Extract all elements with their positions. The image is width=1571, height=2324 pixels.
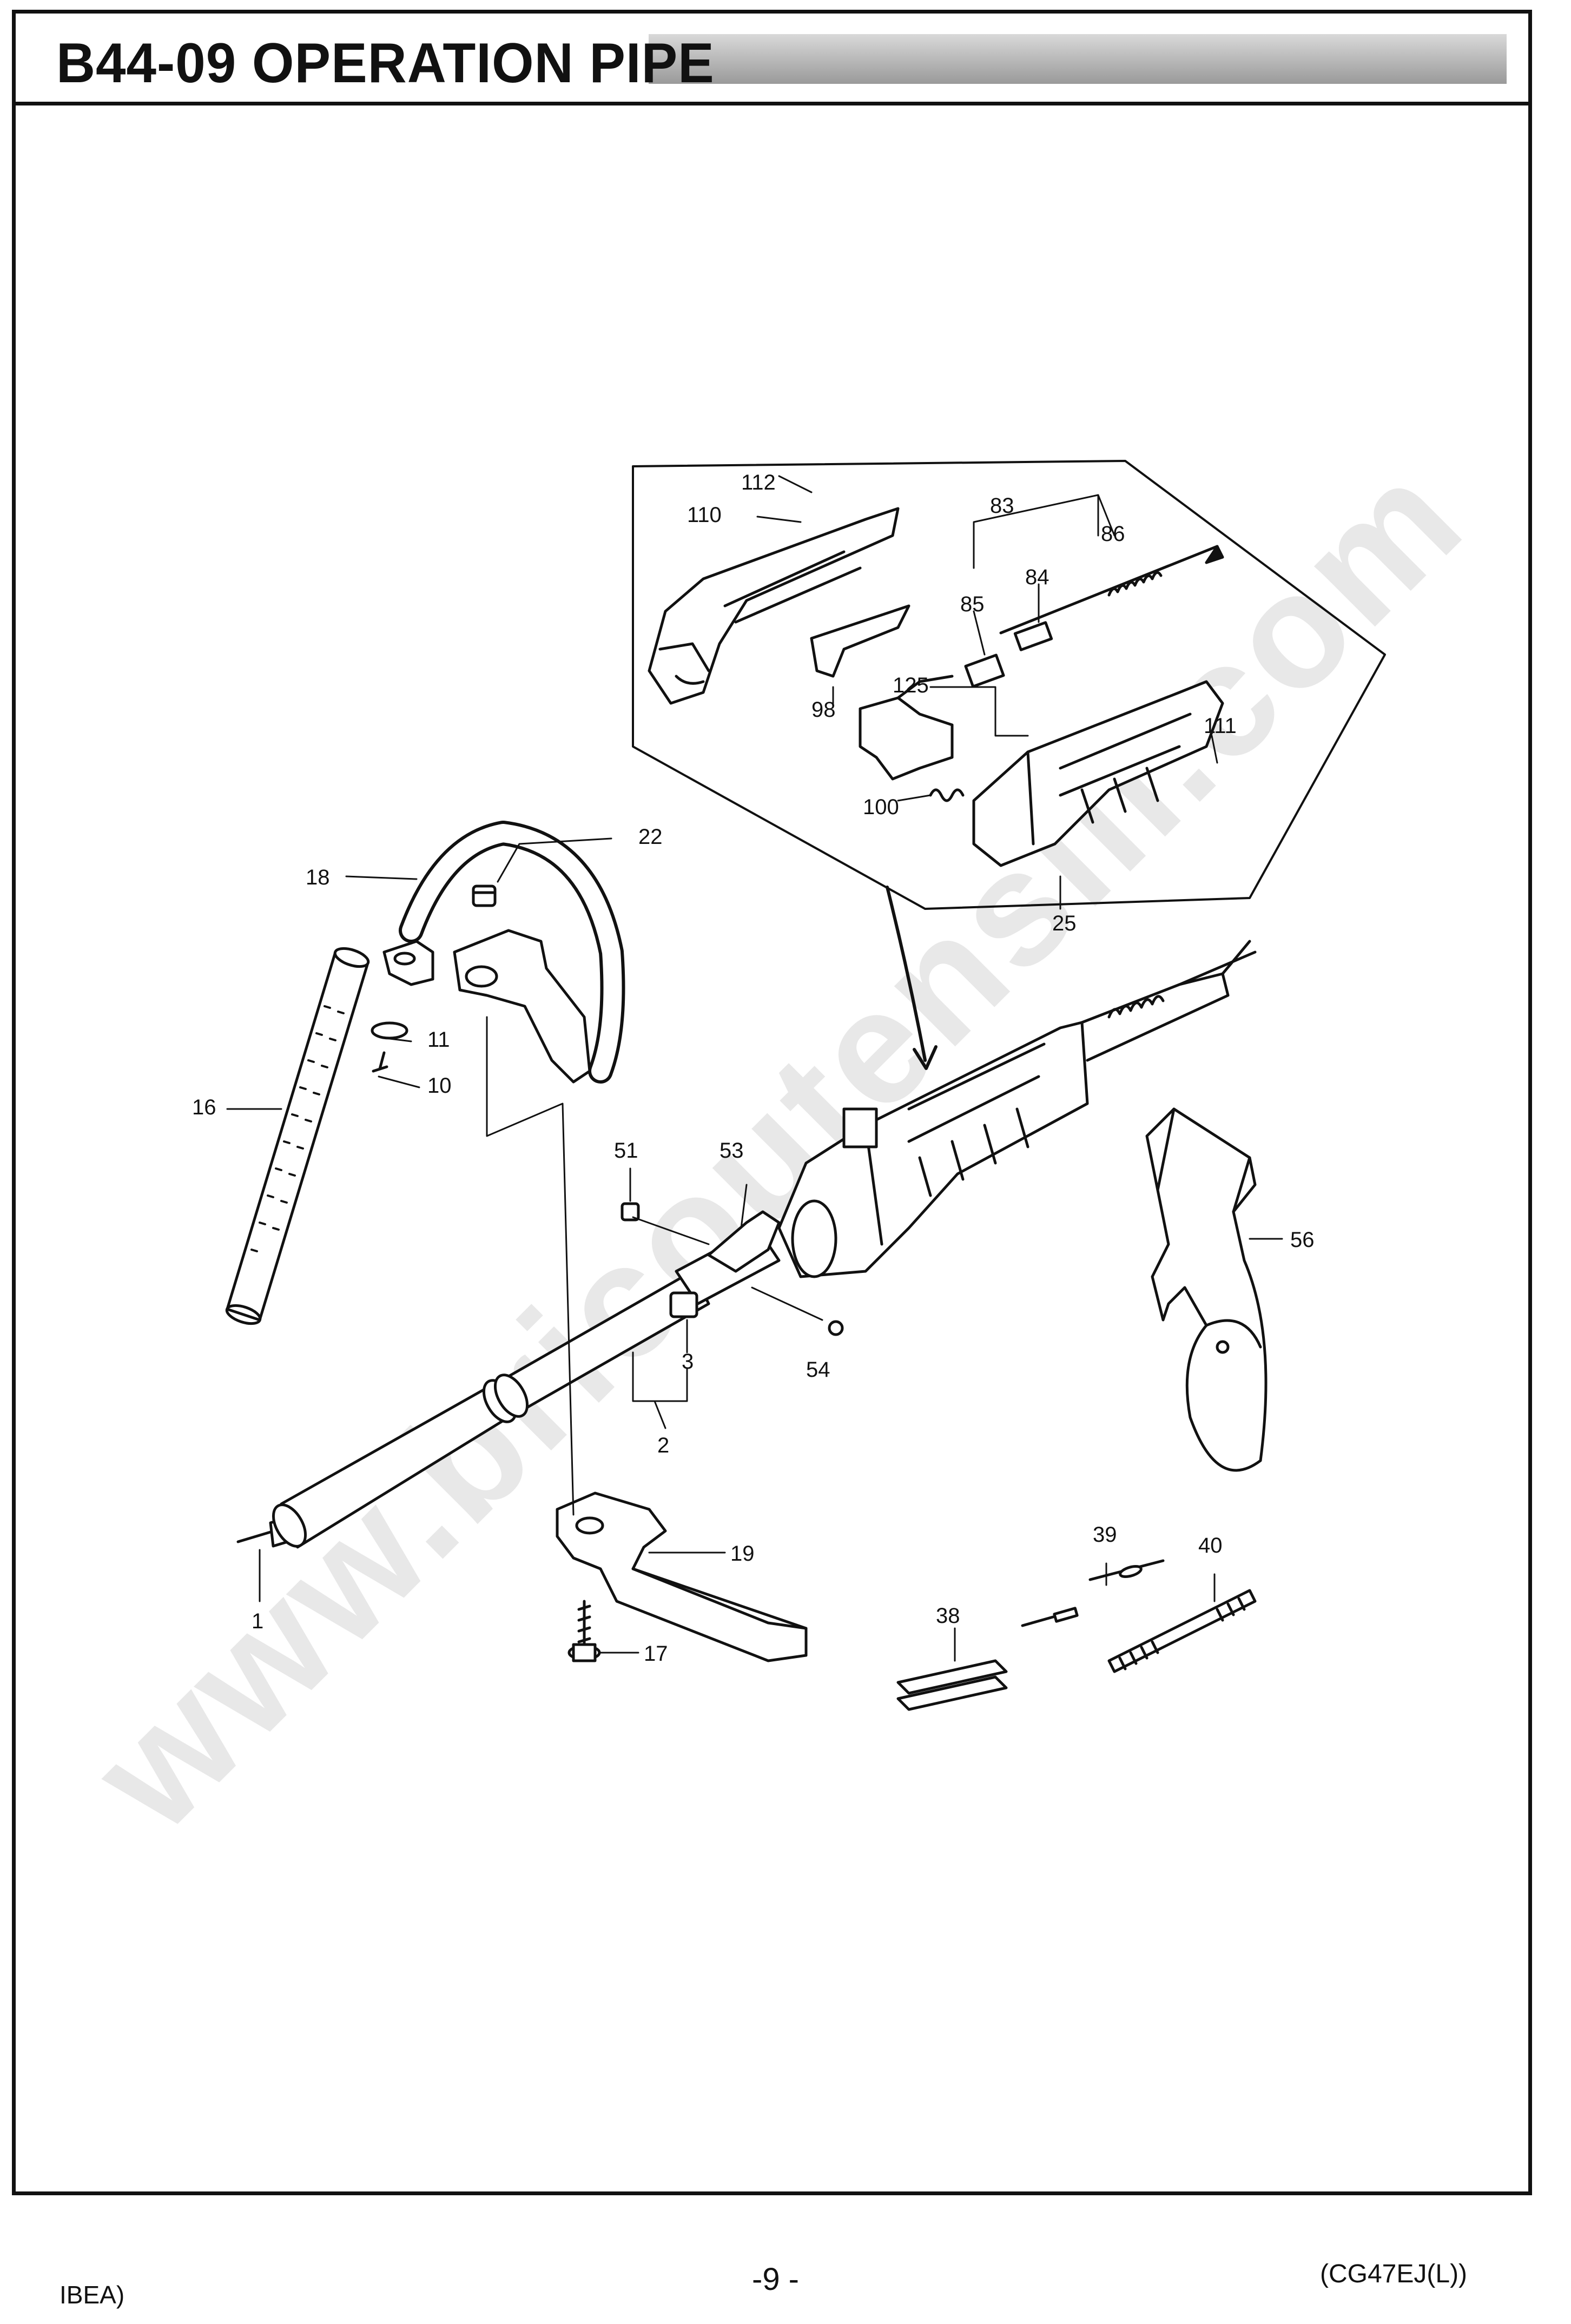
callout-111: 111 (1204, 714, 1237, 738)
page-frame: B44-09 OPERATION PIPE (12, 10, 1532, 2195)
left-housing-half (648, 507, 900, 705)
footer-left-code: IBEA) (60, 2281, 125, 2309)
callout-19: 19 (730, 1542, 755, 1566)
nut-51 (621, 1202, 640, 1222)
callout-25: 25 (1052, 912, 1077, 935)
inset-frame (632, 460, 1386, 910)
header-shading (649, 34, 1507, 84)
bolt-17 (567, 1600, 601, 1662)
lock-lever (859, 675, 954, 781)
callout-100: 100 (863, 795, 899, 819)
page-number: -9 - (752, 2262, 799, 2297)
callout-1: 1 (252, 1609, 263, 1633)
assembly-arrow (886, 886, 927, 1062)
callout-16: 16 (192, 1095, 216, 1119)
callout-11: 11 (427, 1028, 450, 1052)
cable-adjuster (1013, 621, 1053, 651)
page-title: B44-09 OPERATION PIPE (56, 32, 715, 95)
cable-39 (1021, 1559, 1165, 1627)
header-bar: B44-09 OPERATION PIPE (16, 14, 1528, 105)
callout-86: 86 (1101, 522, 1125, 546)
loop-handle (399, 821, 625, 1084)
callout-112: 112 (741, 471, 776, 494)
cable-end-block (964, 653, 1005, 688)
callout-56: 56 (1290, 1228, 1315, 1252)
callout-98: 98 (811, 698, 836, 722)
callout-18: 18 (306, 866, 330, 889)
bolt-54 (828, 1320, 844, 1336)
lower-handle-bracket (556, 1491, 808, 1662)
throttle-housing (777, 940, 1257, 1278)
handle-clamp-upper (453, 929, 591, 1084)
trigger-lever (810, 604, 910, 678)
callout-2: 2 (657, 1434, 669, 1457)
callout-22: 22 (638, 825, 663, 849)
callout-83: 83 (990, 494, 1014, 518)
callout-84: 84 (1025, 565, 1049, 589)
callout-51: 51 (614, 1139, 638, 1163)
pipe-clamp-53 (707, 1210, 781, 1273)
callout-40: 40 (1198, 1534, 1223, 1557)
callout-110: 110 (687, 503, 722, 527)
callout-125: 125 (893, 674, 929, 697)
spring-40 (1107, 1589, 1257, 1673)
washer-11 (371, 1021, 408, 1040)
callout-53: 53 (720, 1139, 744, 1163)
callout-38: 38 (936, 1604, 960, 1628)
handle-grip (225, 947, 370, 1325)
handle-clamp-small (382, 940, 434, 986)
nut-3 (669, 1291, 698, 1318)
nut-22 (472, 884, 497, 907)
callout-10: 10 (427, 1074, 452, 1098)
spring-100 (929, 788, 965, 802)
spacer-38 (896, 1659, 1008, 1711)
screw-10 (372, 1051, 388, 1073)
shoulder-strap (1145, 1107, 1268, 1472)
callout-17: 17 (644, 1642, 668, 1666)
callout-54: 54 (806, 1358, 830, 1382)
right-housing-half (972, 680, 1224, 867)
callout-3: 3 (682, 1350, 694, 1374)
callout-39: 39 (1093, 1523, 1117, 1547)
callout-85: 85 (960, 592, 985, 616)
throttle-cable (999, 545, 1224, 635)
model-code: (CG47EJ(L)) (1320, 2260, 1468, 2288)
